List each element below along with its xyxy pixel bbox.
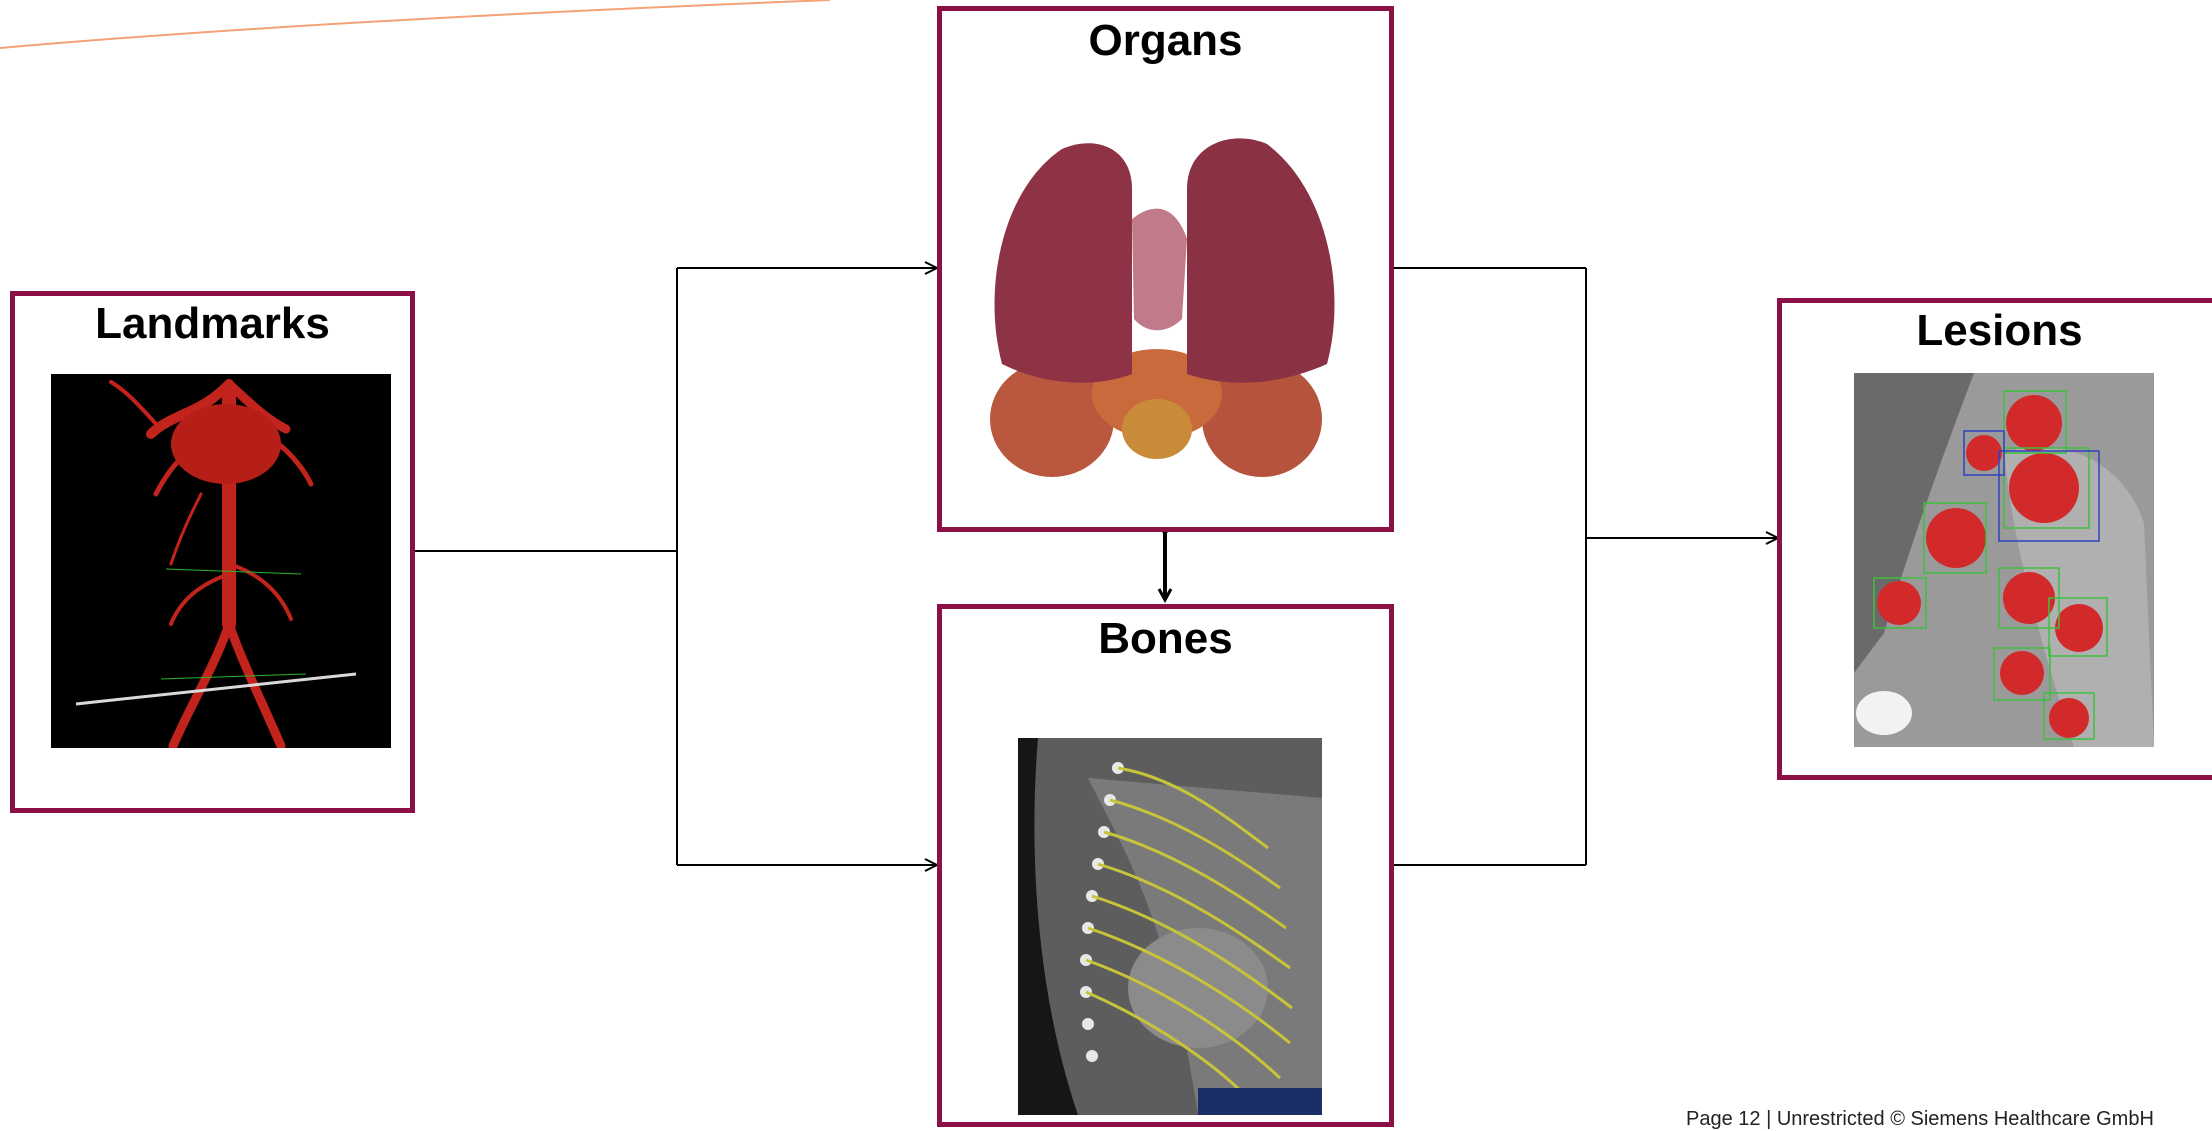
sagittal-ct-image <box>1018 738 1322 1115</box>
node-bones: Bones <box>937 604 1394 1127</box>
aorta-vessel-image <box>51 374 391 748</box>
node-bones-title: Bones <box>942 617 1389 661</box>
node-organs-title: Organs <box>942 19 1389 63</box>
node-landmarks-title: Landmarks <box>15 302 410 346</box>
footer-text: Page 12 | Unrestricted © Siemens Healthc… <box>1686 1108 2154 1131</box>
node-organs: Organs <box>937 6 1394 532</box>
accent-curve <box>0 0 830 48</box>
lesion-detection-image <box>1854 373 2154 747</box>
node-lesions-title: Lesions <box>1782 309 2212 353</box>
node-landmarks: Landmarks <box>10 291 415 813</box>
node-lesions: Lesions <box>1777 298 2212 780</box>
organs-image <box>982 129 1350 499</box>
